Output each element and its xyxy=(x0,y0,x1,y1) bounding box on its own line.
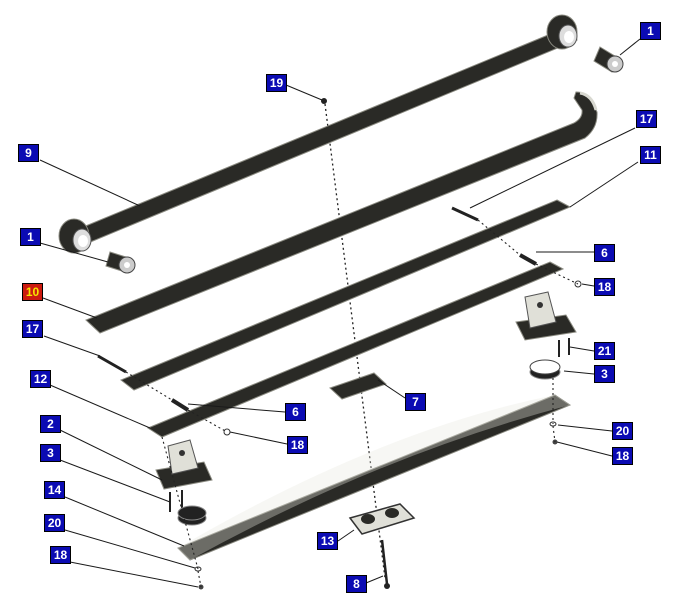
leaf-11 xyxy=(120,199,572,391)
rivet-6-upper xyxy=(519,253,537,266)
callout-18d[interactable]: 18 xyxy=(50,546,71,564)
washer-18-b xyxy=(223,428,231,436)
callout-3a[interactable]: 3 xyxy=(594,365,615,383)
callout-17a[interactable]: 17 xyxy=(636,110,657,128)
leader-lines xyxy=(39,38,641,588)
callout-14[interactable]: 14 xyxy=(44,481,65,499)
bolt-19 xyxy=(321,98,327,104)
pin-17-lower xyxy=(97,354,127,374)
insert-7 xyxy=(329,372,387,400)
front-bushing xyxy=(105,251,136,274)
main-leaf xyxy=(58,14,578,254)
callout-3b[interactable]: 3 xyxy=(40,444,61,462)
callout-1b[interactable]: 1 xyxy=(20,228,41,246)
pad-3-front xyxy=(177,505,207,526)
pin-17-upper xyxy=(451,206,479,222)
callout-2[interactable]: 2 xyxy=(40,415,61,433)
second-leaf xyxy=(85,91,598,334)
assembly-guides xyxy=(125,219,579,588)
callout-20b[interactable]: 20 xyxy=(44,514,65,532)
callout-18a[interactable]: 18 xyxy=(594,278,615,296)
callout-17b[interactable]: 17 xyxy=(22,320,43,338)
callout-6b[interactable]: 6 xyxy=(285,403,306,421)
callout-18c[interactable]: 18 xyxy=(612,447,633,465)
callout-21[interactable]: 21 xyxy=(594,342,615,360)
callout-9[interactable]: 9 xyxy=(18,144,39,162)
saddle-plate-13 xyxy=(348,503,416,535)
callout-8[interactable]: 8 xyxy=(346,575,367,593)
callout-11[interactable]: 11 xyxy=(640,146,661,164)
pad-3-rear xyxy=(529,359,561,380)
callout-12[interactable]: 12 xyxy=(30,370,51,388)
callout-6a[interactable]: 6 xyxy=(594,244,615,262)
rivet-6-lower xyxy=(170,398,190,412)
leaf-14 xyxy=(177,394,572,561)
rear-bushing xyxy=(593,46,624,73)
bolt-8 xyxy=(380,539,390,589)
callout-19[interactable]: 19 xyxy=(266,74,287,92)
callout-20a[interactable]: 20 xyxy=(612,422,633,440)
spring-clip-front xyxy=(155,439,213,512)
callout-18b[interactable]: 18 xyxy=(287,436,308,454)
spring-clip-rear xyxy=(515,291,577,357)
callout-1a[interactable]: 1 xyxy=(640,22,661,40)
callout-13[interactable]: 13 xyxy=(317,532,338,550)
callout-10[interactable]: 10 xyxy=(22,283,43,301)
callout-7[interactable]: 7 xyxy=(405,393,426,411)
